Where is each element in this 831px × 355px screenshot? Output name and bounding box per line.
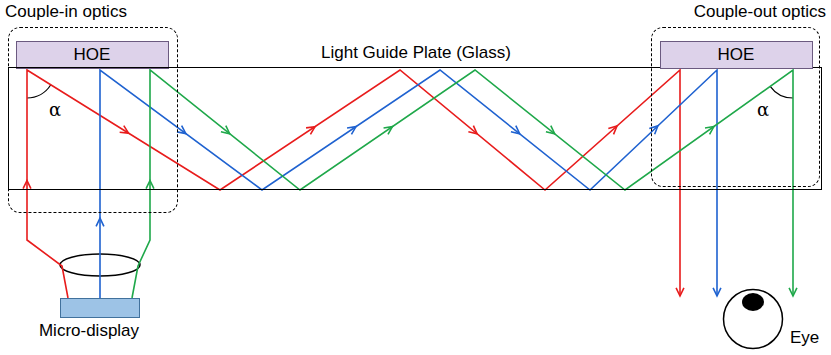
ray-arrowhead <box>705 127 714 135</box>
eye-drawing <box>722 288 784 350</box>
ray-arrowhead <box>608 126 617 134</box>
angle-label: α <box>49 100 61 120</box>
ray-arrowhead <box>221 126 230 134</box>
ray-arrowhead <box>676 288 684 296</box>
element-label: HOE <box>74 45 111 65</box>
part-label: Light Guide Plate (Glass) <box>321 43 511 63</box>
ray-arrowhead <box>713 288 721 296</box>
hoe-element: HOE <box>660 41 813 69</box>
ray-arrowhead <box>146 181 154 189</box>
part-label: Couple-out optics <box>694 2 826 22</box>
ray-arrowhead <box>546 126 555 134</box>
ray-arrowhead <box>468 126 477 134</box>
ray-arrowhead <box>384 127 393 135</box>
light-rays <box>23 70 797 298</box>
element-label: HOE <box>718 45 755 65</box>
eye: Eye <box>722 288 784 350</box>
ray-arrowhead <box>96 218 104 226</box>
light-guide-plate: Light Guide Plate (Glass) <box>8 67 822 190</box>
angle-label: α <box>757 100 769 120</box>
ray-arrowhead <box>306 127 315 135</box>
optics-group: HOECouple-out optics <box>651 27 820 187</box>
ray-arrowhead <box>511 126 520 134</box>
micro-display: Micro-display <box>60 298 140 318</box>
part-label: Eye <box>790 328 819 348</box>
light-ray <box>132 70 793 298</box>
ray-arrowhead <box>23 181 31 189</box>
hoe-element: HOE <box>16 41 169 69</box>
ray-arrowhead <box>177 126 186 134</box>
ray-arrowhead <box>789 288 797 296</box>
ray-arrowhead <box>120 126 129 134</box>
ray-arrowhead <box>347 127 356 135</box>
pupil <box>742 293 764 311</box>
part-label: Micro-display <box>39 321 139 341</box>
eyeball <box>724 290 783 349</box>
angle-arc <box>770 86 793 98</box>
optics-group: HOECouple-in optics <box>8 27 178 213</box>
part-label: Couple-in optics <box>5 2 127 22</box>
angle-arc <box>27 85 51 98</box>
